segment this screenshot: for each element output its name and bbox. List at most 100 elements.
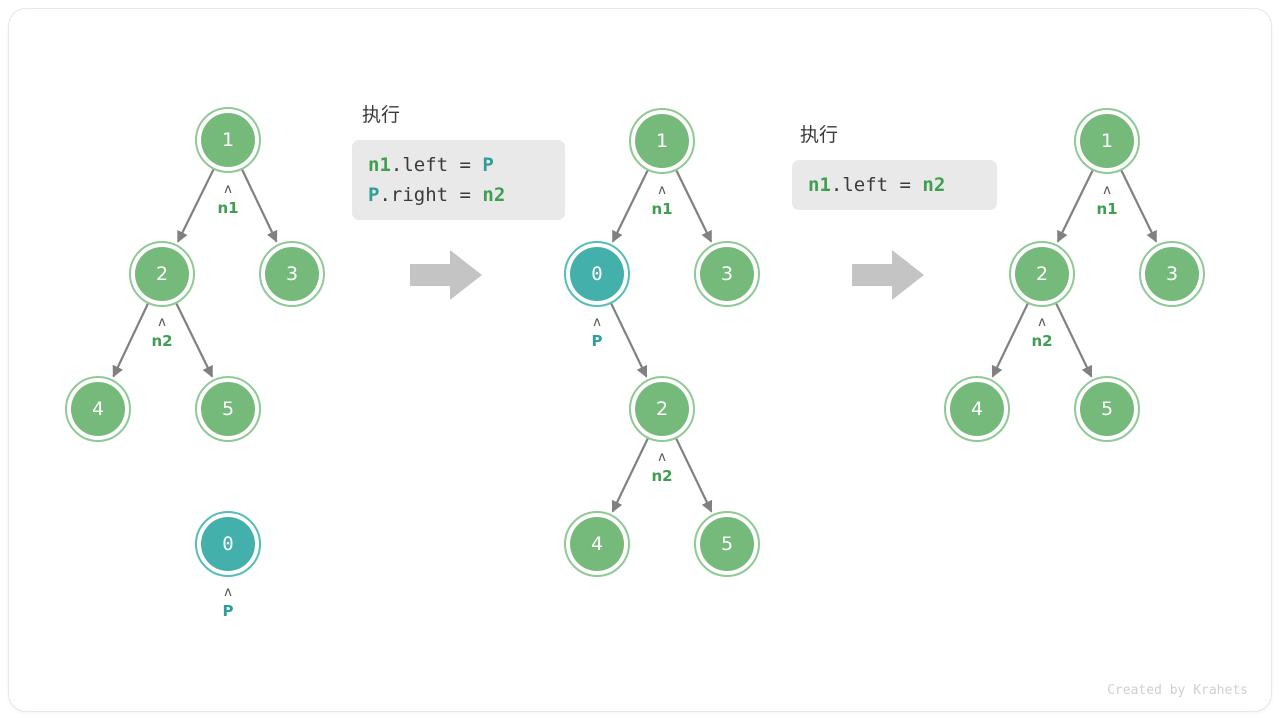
node-value: 3 <box>720 262 734 285</box>
node-ring <box>259 241 325 307</box>
node-value: 2 <box>1035 262 1049 285</box>
pointer-name: P <box>591 332 603 350</box>
tree-edge <box>1119 168 1158 243</box>
tree-node-5[interactable]: 5 <box>195 376 261 442</box>
node-value: 4 <box>91 397 105 420</box>
tree-edge <box>112 301 150 378</box>
node-value: 2 <box>155 262 169 285</box>
node-value: 1 <box>1100 129 1114 152</box>
node-value: 1 <box>655 129 669 152</box>
node-value: 3 <box>285 262 299 285</box>
node-ring <box>564 511 630 577</box>
code-line: n1.left = P <box>368 150 549 180</box>
tree-node-0[interactable]: 0 <box>564 241 630 307</box>
node-ring <box>129 241 195 307</box>
code-token: n1 <box>368 154 391 176</box>
tree-node-4[interactable]: 4 <box>65 376 131 442</box>
node-value: 4 <box>970 397 984 420</box>
node-ring <box>1139 241 1205 307</box>
code-token: n1 <box>808 174 831 196</box>
node-ring <box>1074 376 1140 442</box>
tree-edge <box>611 436 650 513</box>
code-token: P <box>368 184 380 206</box>
tree-node-1[interactable]: 1 <box>195 107 261 173</box>
step-transition-arrow <box>410 250 482 300</box>
caret-up-icon: ʌ <box>224 182 232 197</box>
step-caption: 执行 <box>800 124 839 146</box>
pointer-label-n2: ʌ n2 <box>1002 315 1082 350</box>
pointer-name: P <box>222 602 234 620</box>
node-ring <box>1009 241 1075 307</box>
node-value: 1 <box>221 128 235 151</box>
tree-node-2[interactable]: 2 <box>629 376 695 442</box>
caret-up-icon: ʌ <box>1103 183 1111 198</box>
pointer-label-n1: ʌ n1 <box>188 182 268 217</box>
code-line: n1.left = n2 <box>808 170 981 200</box>
caret-up-icon: ʌ <box>1038 315 1046 330</box>
tree-edge <box>174 301 214 378</box>
step-transition-arrow <box>852 250 924 300</box>
pointer-name: n1 <box>217 199 239 217</box>
code-token: .left = <box>390 154 483 176</box>
node-ring <box>65 376 131 442</box>
tree-edge <box>1054 301 1093 378</box>
pointer-label-n2: ʌ n2 <box>122 315 202 350</box>
tree-edge <box>240 167 278 243</box>
node-ring <box>694 511 760 577</box>
node-value: 0 <box>591 262 603 285</box>
tree-edge <box>176 167 216 243</box>
tree-node-1[interactable]: 1 <box>1074 108 1140 174</box>
node-value: 0 <box>222 532 234 555</box>
tree-edge <box>1056 168 1095 243</box>
node-ring <box>1074 108 1140 174</box>
code-snippet: n1.left = n2 <box>792 160 997 210</box>
tree-node-0[interactable]: 0 <box>195 511 261 577</box>
tree-node-4[interactable]: 4 <box>944 376 1010 442</box>
node-ring <box>195 107 261 173</box>
tree-node-3[interactable]: 3 <box>694 241 760 307</box>
tree-node-3[interactable]: 3 <box>259 241 325 307</box>
node-value: 5 <box>1100 397 1114 420</box>
pointer-name: n2 <box>151 332 173 350</box>
node-ring <box>694 241 760 307</box>
node-ring <box>195 511 261 577</box>
node-ring <box>629 376 695 442</box>
tree-edge <box>611 168 650 243</box>
caret-up-icon: ʌ <box>593 315 601 330</box>
code-token: .left = <box>830 174 923 196</box>
node-value: 2 <box>655 397 669 420</box>
node-value: 5 <box>720 532 734 555</box>
node-value: 3 <box>1165 262 1179 285</box>
footer-credit: Created by Krahets <box>1107 683 1248 698</box>
tree-node-4[interactable]: 4 <box>564 511 630 577</box>
code-token: n2 <box>922 174 946 196</box>
code-token: n2 <box>482 184 506 206</box>
code-token: .right = <box>379 184 483 206</box>
step-caption: 执行 <box>362 104 401 126</box>
tree-node-1[interactable]: 1 <box>629 108 695 174</box>
pointer-name: n2 <box>1031 332 1053 350</box>
node-value: 4 <box>590 532 604 555</box>
pointer-name: n1 <box>651 200 673 218</box>
code-token: P <box>482 154 494 176</box>
tree-node-2[interactable]: 2 <box>1009 241 1075 307</box>
node-value: 5 <box>221 397 235 420</box>
node-ring <box>564 241 630 307</box>
caret-up-icon: ʌ <box>158 315 166 330</box>
code-line: P.right = n2 <box>368 180 549 210</box>
tree-edge <box>609 301 648 378</box>
caret-up-icon: ʌ <box>658 183 666 198</box>
pointer-label-n1: ʌ n1 <box>622 183 702 218</box>
tree-node-5[interactable]: 5 <box>1074 376 1140 442</box>
tree-node-2[interactable]: 2 <box>129 241 195 307</box>
pointer-name: n2 <box>651 467 673 485</box>
tree-node-5[interactable]: 5 <box>694 511 760 577</box>
tree-node-3[interactable]: 3 <box>1139 241 1205 307</box>
